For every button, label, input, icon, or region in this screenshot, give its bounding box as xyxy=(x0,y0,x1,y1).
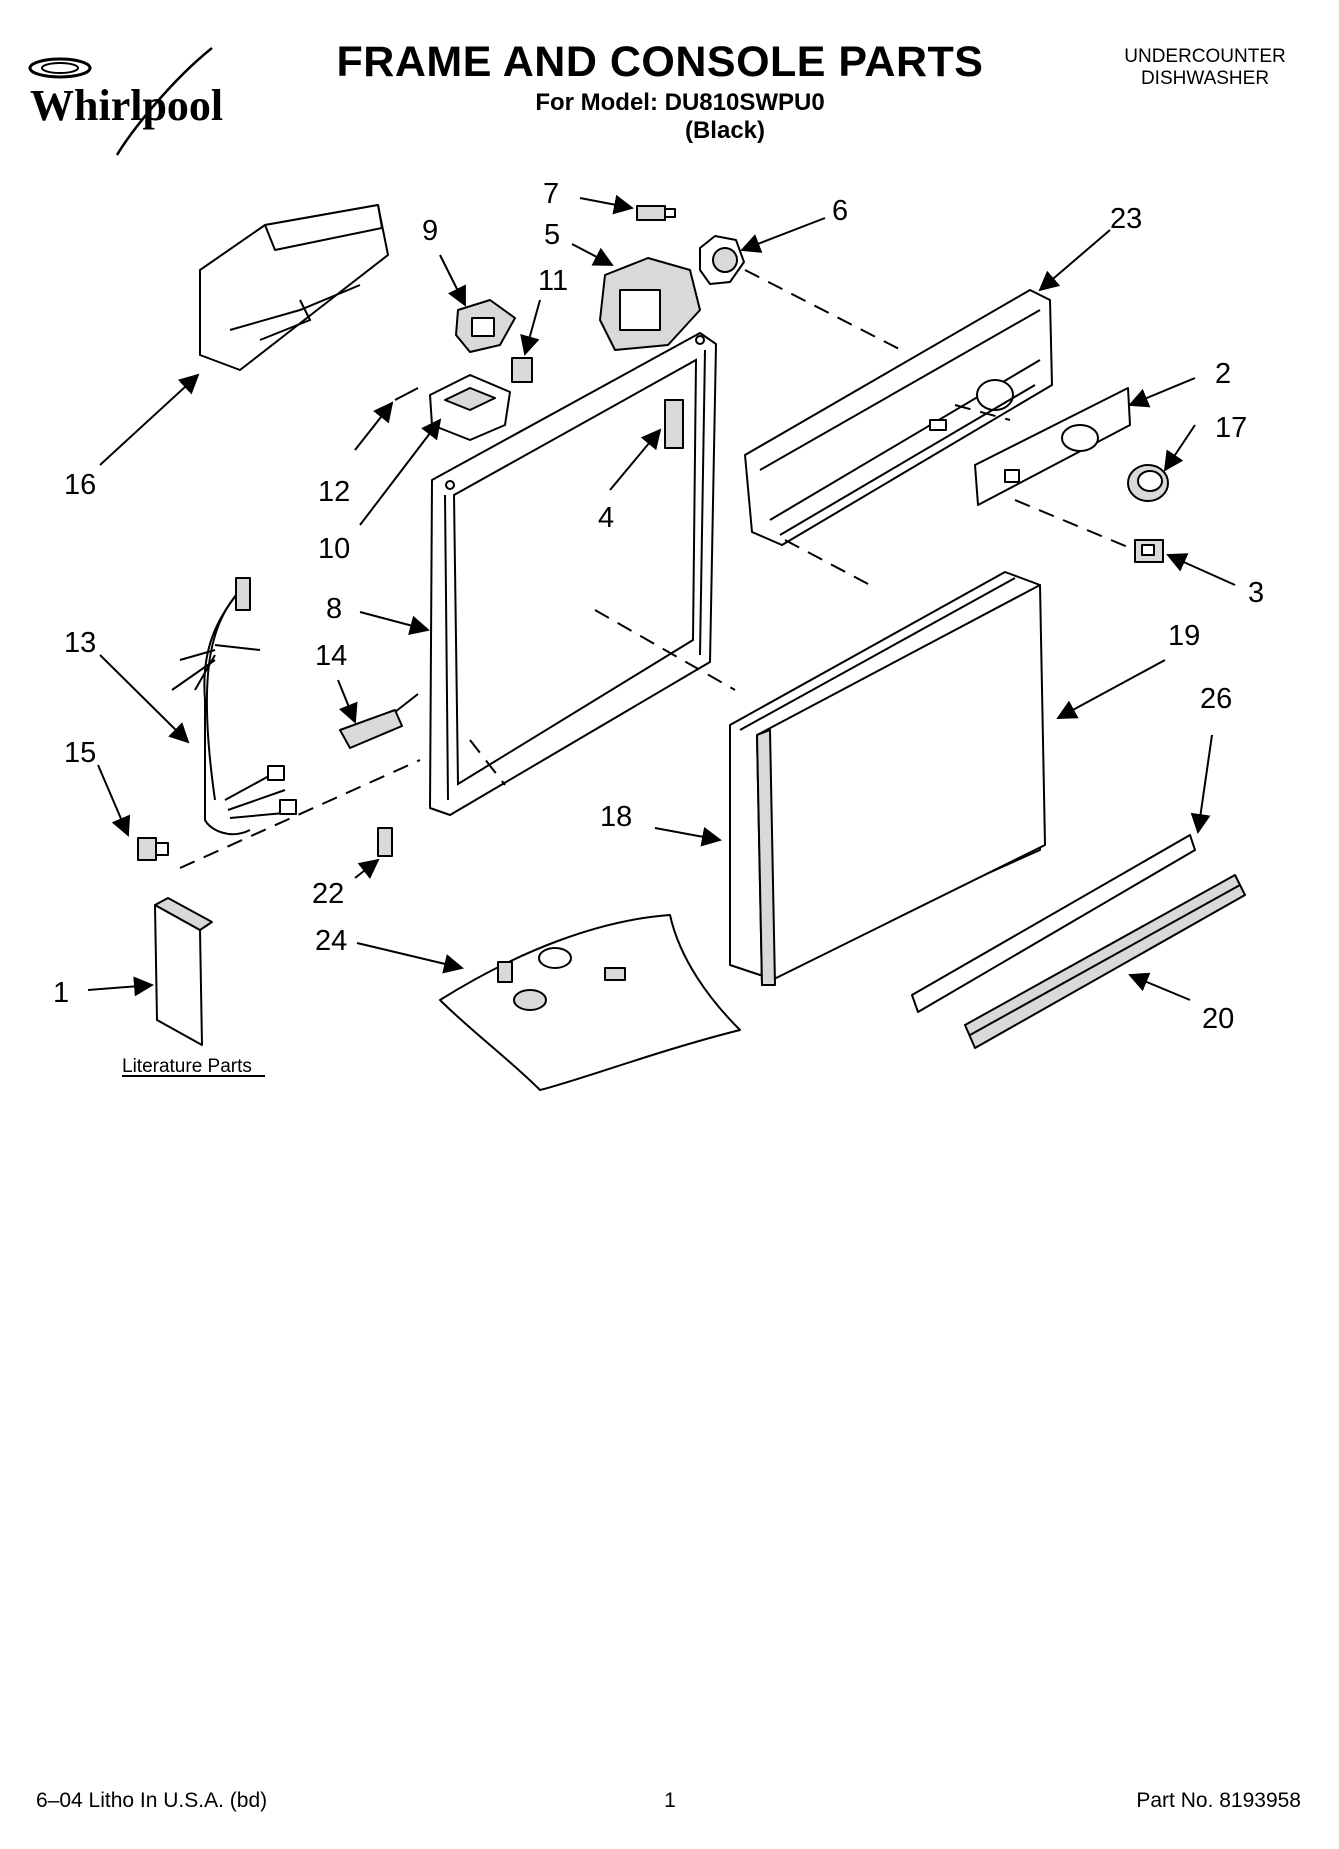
callout-1: 1 xyxy=(53,977,69,1009)
literature-parts-label: Literature Parts xyxy=(122,1056,252,1077)
part-23-console[interactable] xyxy=(744,289,1053,546)
callout-5: 5 xyxy=(544,219,560,251)
callout-23: 23 xyxy=(1110,203,1142,235)
part-17-knob[interactable] xyxy=(1127,464,1169,502)
callout-20: 20 xyxy=(1202,1003,1234,1035)
whirlpool-logo: Whirlpool xyxy=(28,47,223,156)
callout-19: 19 xyxy=(1168,620,1200,652)
callout-14: 14 xyxy=(315,640,347,672)
part-15-screw[interactable] xyxy=(137,837,169,861)
callout-4: 4 xyxy=(598,502,614,534)
product-type-line1: UNDERCOUNTER xyxy=(1124,46,1286,67)
part-20-toe-kick[interactable] xyxy=(964,874,1246,1049)
part-16-cover[interactable] xyxy=(199,204,389,371)
callout-12: 12 xyxy=(318,476,350,508)
part-26-trim-strip[interactable] xyxy=(911,834,1196,1013)
model-line: For Model: DU810SWPU0 xyxy=(535,89,825,116)
footer-page-number: 1 xyxy=(664,1789,676,1812)
part-6-knob[interactable] xyxy=(699,235,745,285)
part-10-holder[interactable] xyxy=(429,374,511,441)
part-11-clip[interactable] xyxy=(511,357,533,383)
callout-6: 6 xyxy=(832,195,848,227)
callout-7: 7 xyxy=(543,178,559,210)
callout-16: 16 xyxy=(64,469,96,501)
callout-18: 18 xyxy=(600,801,632,833)
callout-labels: 7 6 5 9 11 23 2 17 3 12 10 4 16 8 13 14 … xyxy=(53,178,1264,1077)
product-type-line2: DISHWASHER xyxy=(1140,68,1270,89)
callout-15: 15 xyxy=(64,737,96,769)
callout-17: 17 xyxy=(1215,412,1247,444)
part-5-switch[interactable] xyxy=(599,257,701,351)
callout-10: 10 xyxy=(318,533,350,565)
callout-leaders xyxy=(87,194,1236,1001)
callout-24: 24 xyxy=(315,925,347,957)
part-22-clip[interactable] xyxy=(377,827,393,857)
page-title: FRAME AND CONSOLE PARTS xyxy=(336,38,984,86)
footer-litho: 6–04 Litho In U.S.A. (bd) xyxy=(36,1789,268,1812)
color-line: (Black) xyxy=(684,117,766,144)
part-24-hardware-bag[interactable] xyxy=(439,914,741,1091)
part-8-frame[interactable] xyxy=(429,332,717,816)
callout-2: 2 xyxy=(1215,358,1231,390)
part-9-bracket[interactable] xyxy=(455,299,516,353)
product-type: UNDERCOUNTER DISHWASHER xyxy=(1080,46,1330,90)
brand-wordmark: Whirlpool xyxy=(30,81,223,130)
part-13-wire-harness[interactable] xyxy=(171,577,297,836)
assembly-dashed-lines xyxy=(179,269,1136,869)
part-18-outer-door[interactable] xyxy=(756,584,1046,986)
callout-13: 13 xyxy=(64,627,96,659)
footer-part-number: Part No. 8193958 xyxy=(1136,1789,1301,1812)
part-12-strip[interactable] xyxy=(394,387,419,401)
callout-26: 26 xyxy=(1200,683,1232,715)
callout-11: 11 xyxy=(538,265,568,297)
part-3-button[interactable] xyxy=(1134,539,1164,563)
callout-8: 8 xyxy=(326,593,342,625)
part-14-sensor[interactable] xyxy=(339,693,419,749)
callout-3: 3 xyxy=(1248,577,1264,609)
part-7-screw[interactable] xyxy=(636,205,676,221)
part-1-literature[interactable] xyxy=(154,897,213,1046)
callout-9: 9 xyxy=(422,215,438,247)
part-2-overlay[interactable] xyxy=(974,387,1131,506)
callout-22: 22 xyxy=(312,878,344,910)
